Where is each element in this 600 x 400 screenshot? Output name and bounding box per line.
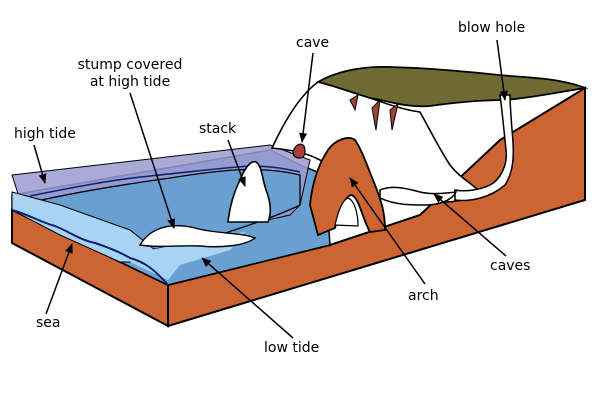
- cliff-fissure-2: [371, 98, 381, 131]
- front-shoreline: [11, 209, 169, 286]
- blow-hole-channel: [454, 94, 515, 202]
- back-shoreline: [29, 165, 301, 197]
- blow-hole-pointer: [496, 39, 508, 101]
- caves-pointer: [433, 193, 507, 257]
- label-stack: stack: [199, 121, 237, 137]
- sea-pointer: [45, 243, 73, 315]
- cliff-fissure-1: [349, 93, 359, 112]
- low-tide-pointer: [201, 257, 294, 339]
- label-high-tide: high tide: [14, 126, 76, 142]
- label-blow-hole: blow hole: [458, 20, 526, 36]
- cliff-fissure-3: [389, 102, 399, 131]
- stump-pointer: [129, 92, 176, 229]
- high-tide-pointer: [33, 144, 47, 184]
- cave-pointer: [299, 52, 314, 143]
- arch-pointer: [349, 177, 426, 285]
- rock-right-face: [167, 86, 586, 328]
- label-sea: sea: [36, 315, 61, 331]
- label-arch: arch: [408, 288, 439, 304]
- label-caves: caves: [490, 258, 531, 274]
- stack-pointer: [227, 139, 246, 187]
- arch-opening: [334, 197, 359, 227]
- arch-headland: [309, 137, 386, 237]
- label-stump-line2: at high tide: [89, 74, 171, 90]
- stack-rock: [227, 160, 271, 223]
- grass-top: [315, 66, 589, 108]
- label-low-tide: low tide: [264, 340, 320, 356]
- label-cave: cave: [296, 35, 330, 51]
- label-stump-line1: stump covered: [77, 57, 183, 73]
- small-cave: [292, 143, 306, 159]
